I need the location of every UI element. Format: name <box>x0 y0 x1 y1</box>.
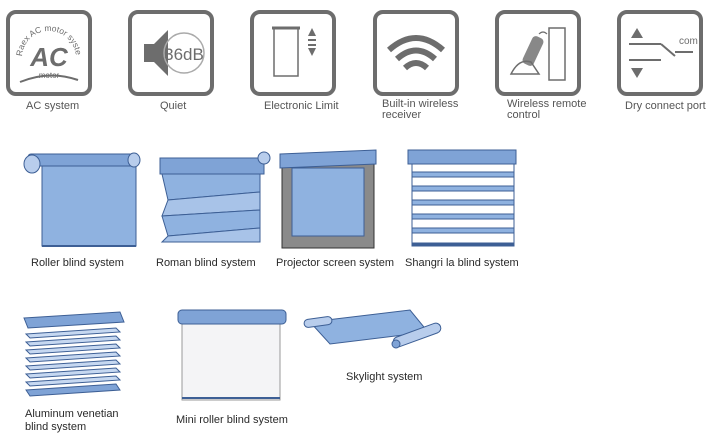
roller-blind-system <box>18 144 148 254</box>
feature-label-dry: Dry connect port <box>625 100 706 112</box>
roller-blind-label: Roller blind system <box>31 257 124 269</box>
electronic-limit-icon <box>272 26 316 77</box>
aluminum-venetian-label-2: blind system <box>25 421 87 433</box>
skylight-label: Skylight system <box>346 371 423 383</box>
skylight-system <box>300 300 450 360</box>
dry-connect-icon: com <box>629 28 698 78</box>
roman-blind-system <box>148 144 278 254</box>
roman-blind-icon <box>159 151 271 243</box>
shangri-la-blind-icon <box>407 149 517 247</box>
aluminum-venetian-label-1: Aluminum venetian <box>25 408 119 420</box>
electronic-limit-feature <box>250 10 336 96</box>
remote-feature <box>495 10 581 96</box>
ac-motor-icon: Raex AC motor system AC motor <box>10 14 84 83</box>
remote-control-icon <box>509 27 566 81</box>
feature-label-quiet: Quiet <box>160 100 187 112</box>
shangri-la-blind-label: Shangri la blind system <box>405 257 519 269</box>
speaker-icon: 36dB <box>144 30 205 76</box>
shangri-la-blind-system <box>402 144 522 254</box>
wireless-receiver-icon <box>387 35 445 71</box>
aluminum-venetian-blind-icon <box>23 311 125 397</box>
projector-screen-icon <box>279 149 377 249</box>
mini-roller-blind-system <box>172 300 292 404</box>
mini-roller-blind-label: Mini roller blind system <box>176 414 288 426</box>
feature-label-wireless: Built-in wireless receiver <box>382 98 459 121</box>
ac-logo-text: AC <box>29 42 69 72</box>
mini-roller-blind-icon <box>177 309 287 401</box>
ac-motor-feature: Raex AC motor system AC motor <box>6 10 92 96</box>
feature-label-limit: Electronic Limit <box>264 100 339 112</box>
quiet-feature: 36dB <box>128 10 214 96</box>
db-text: 36dB <box>164 45 204 64</box>
feature-label-remote: Wireless remote control <box>507 98 587 121</box>
roman-blind-label: Roman blind system <box>156 257 256 269</box>
aluminum-venetian-system <box>20 308 130 404</box>
dry-connect-feature: com <box>617 10 703 96</box>
com-text: com <box>679 36 698 47</box>
projector-screen-label: Projector screen system <box>276 257 394 269</box>
skylight-icon <box>303 309 442 349</box>
wireless-feature <box>373 10 459 96</box>
feature-label-ac: AC system <box>26 100 80 112</box>
projector-screen-system <box>276 144 386 254</box>
roller-blind-icon <box>23 152 141 247</box>
